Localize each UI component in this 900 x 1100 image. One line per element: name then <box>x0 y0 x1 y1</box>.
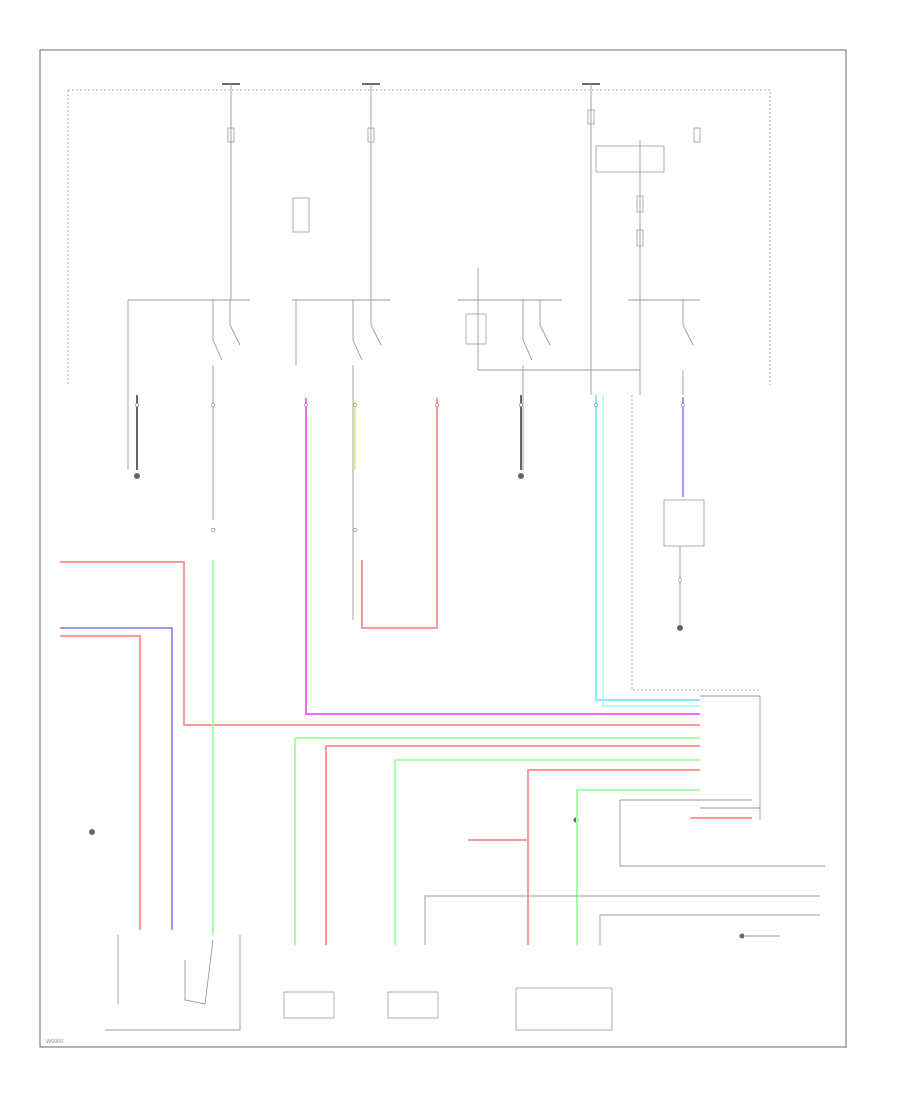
wire-red <box>60 398 752 945</box>
diagram-frame <box>39 49 847 1048</box>
power-box-top-edge <box>68 89 771 385</box>
compressor-relay-fuse <box>595 127 701 395</box>
fuse-column-1 <box>222 83 240 300</box>
ground-1-icon <box>134 395 140 479</box>
footer-code: W0000 <box>46 1039 63 1045</box>
ac-compressor-relay-icon <box>682 300 694 395</box>
fuse-column-2 <box>362 83 380 300</box>
ac-compressor-clutch-icon <box>663 499 705 625</box>
blower-motor-icon <box>105 935 241 1031</box>
control-unit-connector <box>619 695 825 867</box>
wire-output-1 <box>424 895 820 945</box>
wire-output-2 <box>599 914 820 945</box>
condenser-fan-relay-icon <box>465 268 551 470</box>
wire-green <box>212 560 700 945</box>
control-unit-boundary <box>631 395 760 691</box>
wire-blue <box>60 397 684 930</box>
ground-4-icon <box>89 817 745 939</box>
connector-pins <box>135 403 685 582</box>
fuse-column-3 <box>582 83 600 395</box>
blower-relay-icon <box>127 300 241 520</box>
evaporator-sensor-icon <box>283 991 335 1019</box>
ground-2-icon <box>518 395 524 479</box>
blower-resistor-icon <box>292 197 310 233</box>
ground-3-icon <box>677 625 683 631</box>
ambient-sensor-icon <box>387 991 439 1019</box>
pressure-sensor-icon <box>515 987 613 1031</box>
wire-magenta <box>305 398 700 715</box>
wire-cyan <box>595 395 700 707</box>
radiator-fan-relay-icon <box>295 300 382 620</box>
